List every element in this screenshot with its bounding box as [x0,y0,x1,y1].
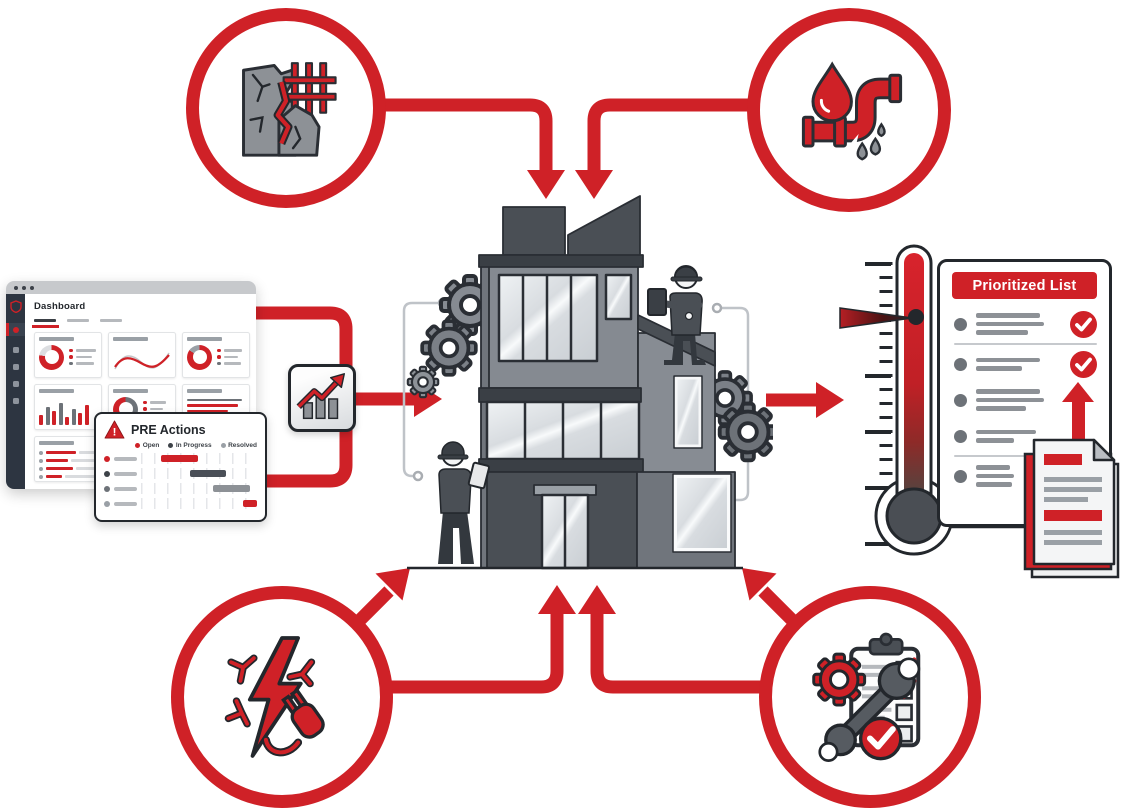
building-structure [407,195,743,570]
gear-wrench-checklist-icon [812,632,921,762]
sidebar-active-dot [12,326,19,333]
priority-up-arrow-icon [1062,382,1094,440]
priority-item [954,306,1097,342]
legend-item: Resolved [220,442,257,449]
priority-item [954,458,1097,494]
documents-stack-icon [1023,438,1120,579]
priority-item [954,418,1097,454]
priority-item [954,346,1097,382]
gantt-row [104,498,257,509]
warning-triangle-icon: ! [104,420,125,439]
arrow-electrical-to-building [382,612,564,694]
sidebar-item [12,347,19,353]
sidebar-item [12,364,19,370]
lightning-plug-icon [224,636,325,758]
trend-analysis-box [288,364,356,432]
prioritized-list-rows [940,299,1109,494]
arrow-electrical-diagonal [351,586,394,629]
window-dot [14,285,18,290]
sidebar-item [12,398,19,404]
priority-item [954,382,1097,418]
legend-item: In Progress [168,442,212,449]
worker-ground [437,441,490,564]
svg-text:!: ! [113,427,117,439]
worker-roof [647,265,706,365]
cracked-wall-rebar-icon [242,62,337,157]
risk-node-electrical-hazard [171,586,393,808]
check-icon [1070,350,1097,378]
card-line-chart [108,332,176,378]
dashboard-sidebar [6,294,25,489]
arrow-maintenance-to-building [590,612,768,694]
tab [100,319,122,322]
risk-node-structural-damage [186,8,386,208]
arrow-heads [375,170,844,614]
dashboard-tabs [32,319,250,328]
prioritized-list-header: Prioritized List [952,272,1097,299]
gantt-row [104,483,257,494]
window-dot [22,285,26,290]
building-inspection-illustration [402,195,773,570]
severity-thermometer-icon [839,244,1028,556]
thermometer-needle [839,307,913,329]
mini-line-chart [114,352,170,369]
trend-chart-icon [296,373,346,420]
list-separator [954,343,1097,345]
arrow-leak-to-building [587,98,762,172]
card-donut-chart [182,332,250,378]
legend-item: Open [135,442,159,449]
water-drop-pipe-icon [801,61,903,161]
tab-active [32,319,59,328]
pre-actions-legend: Open In Progress Resolved [104,442,257,449]
wrench-icon [818,657,921,762]
risk-node-maintenance [759,586,981,808]
window-titlebar [6,281,256,294]
gantt-row [104,468,257,479]
risk-node-water-leak [747,8,951,212]
sidebar-item-active [6,323,25,336]
mini-task-list [39,449,97,479]
dashboard-title: Dashboard [34,301,86,312]
mini-bar-chart [39,397,97,425]
gantt-row [104,453,257,464]
pre-actions-panel: ! PRE Actions Open In Progress Resolved [94,412,267,522]
shield-icon [9,300,22,313]
prioritized-list-title: Prioritized List [972,277,1077,294]
check-icon [1070,310,1097,338]
pre-actions-gantt [104,453,257,509]
tab [67,319,89,322]
sidebar-item [12,381,19,387]
card-donut-chart [34,332,102,378]
window-dot [30,285,34,290]
card-task-list [34,436,102,482]
pre-actions-title: PRE Actions [131,422,206,437]
arrow-structural-to-building [372,98,553,172]
card-bar-chart [34,384,102,430]
